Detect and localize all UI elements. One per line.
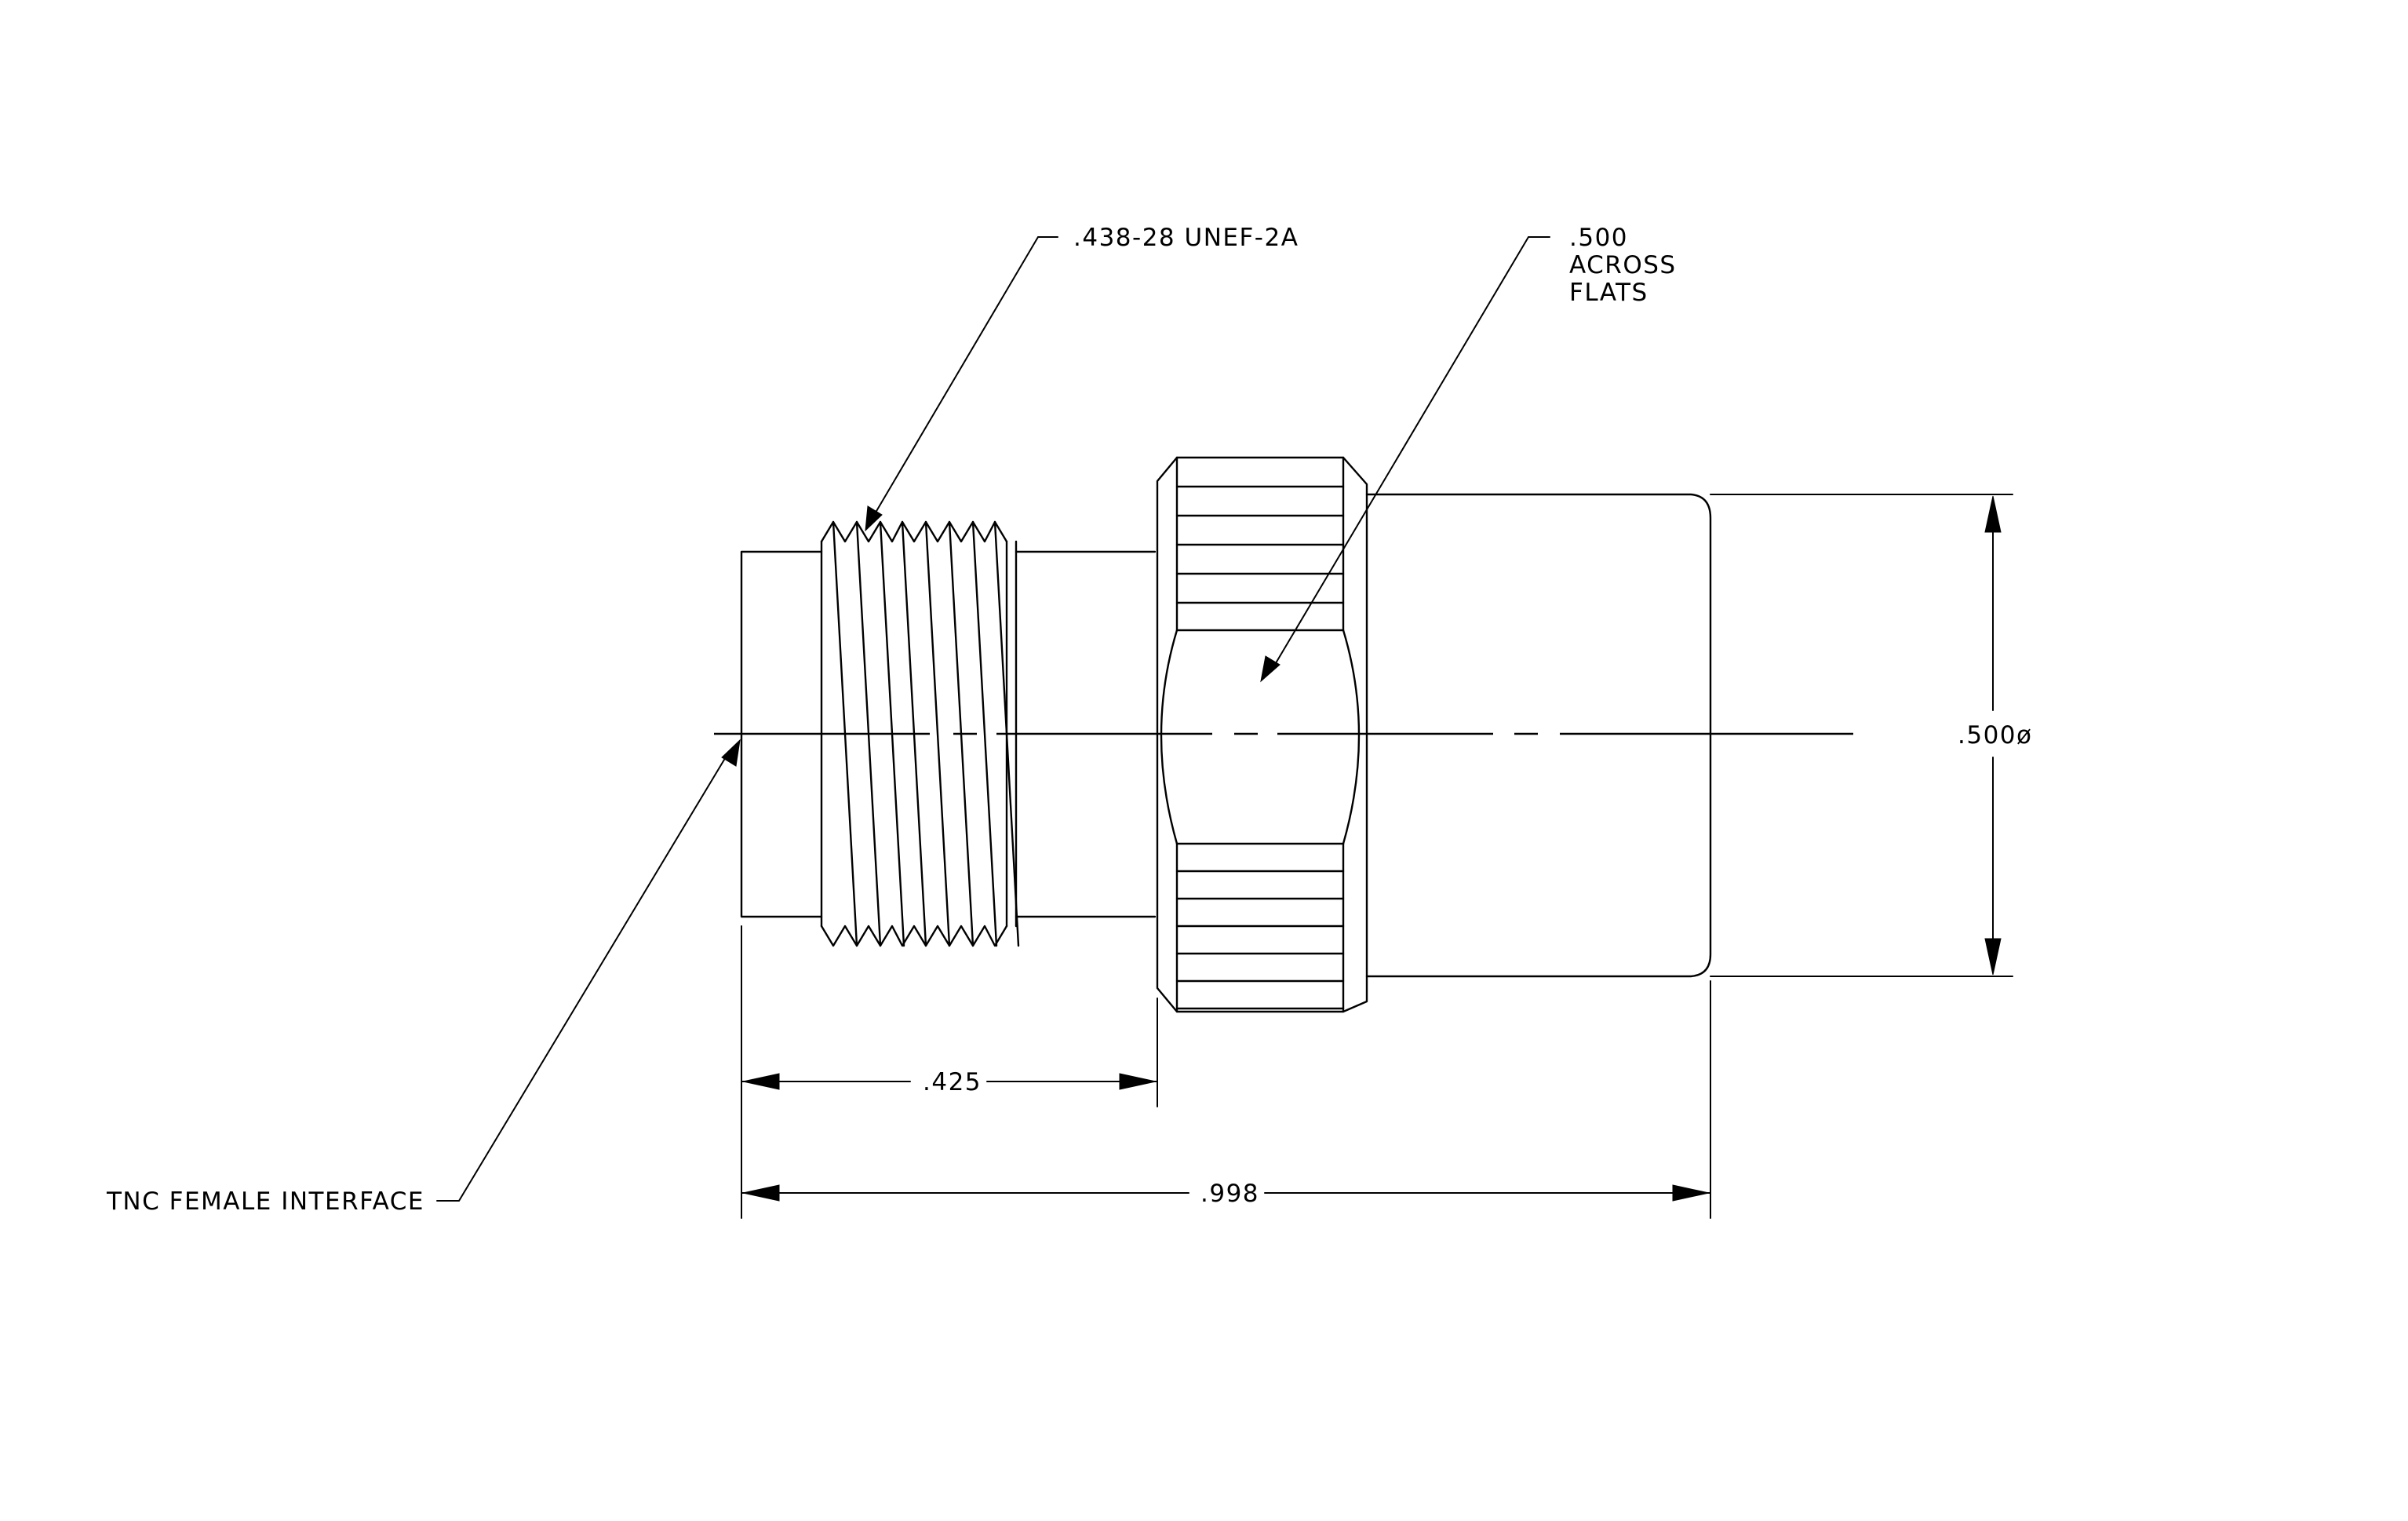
flats-callout-line-3: FLATS [1569, 279, 1648, 307]
connector-body [714, 456, 1853, 1013]
flats-callout-line-1: .500 [1569, 224, 1628, 252]
hex-nut [1156, 456, 1368, 1013]
rear-body [1365, 493, 1712, 978]
dim-425-label: .425 [923, 1068, 982, 1096]
dimension-998: .998 [741, 980, 1711, 1219]
thread-callout-text: .438-28 UNEF-2A [1073, 224, 1299, 252]
flats-callout: .500 ACROSS FLATS [1260, 224, 1677, 683]
interface-callout-text: TNC FEMALE INTERFACE [106, 1187, 424, 1216]
thread-callout: .438-28 UNEF-2A [865, 224, 1299, 532]
dimension-425: .425 [741, 925, 1158, 1219]
diameter-dimension: .500ø [1710, 494, 2033, 977]
interface-callout: TNC FEMALE INTERFACE [106, 739, 741, 1216]
diameter-label: .500ø [1958, 721, 2033, 750]
dim-998-label: .998 [1200, 1180, 1259, 1208]
flats-callout-line-2: ACROSS [1569, 251, 1677, 279]
